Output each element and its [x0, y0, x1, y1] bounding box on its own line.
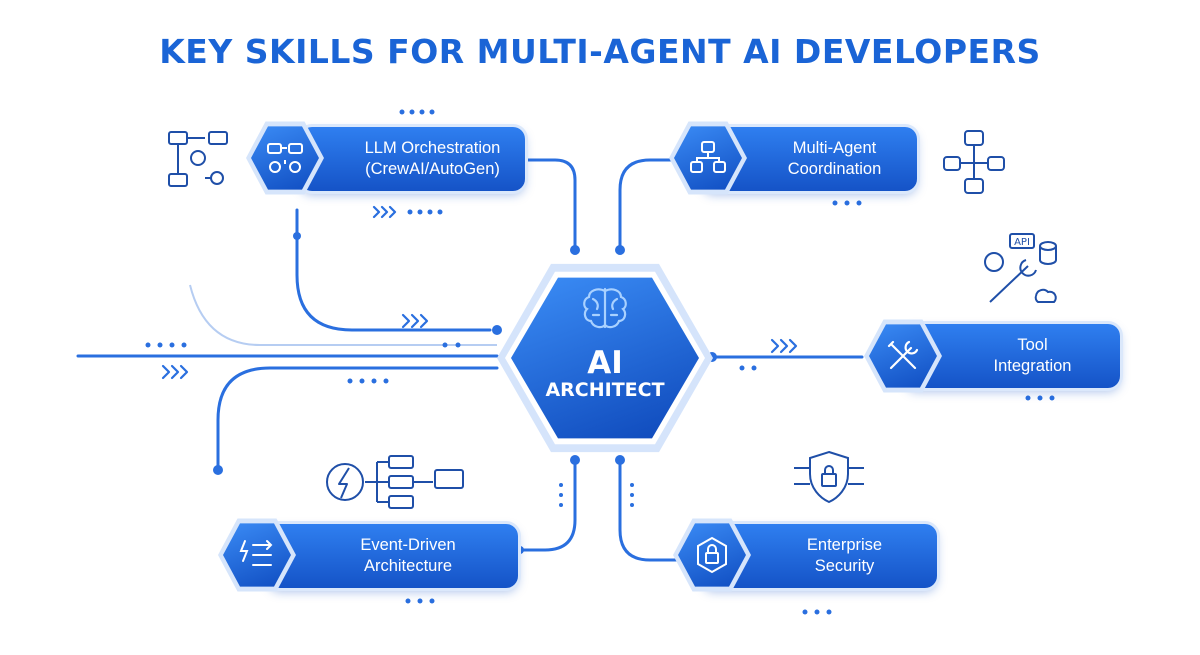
skill-multi-agent-coordination: Multi-Agent Coordination [702, 127, 917, 191]
brain-icon [583, 287, 627, 329]
chat-gears-icon [267, 143, 303, 173]
lightning-flow-icon [326, 455, 464, 509]
skill-label: Enterprise Security [806, 536, 883, 575]
skill-label: Tool Integration [993, 336, 1072, 375]
robots-network-icon [690, 141, 726, 173]
event-flow-icon [239, 540, 273, 566]
center-title: AI [587, 345, 623, 381]
chat-gears-workflow-icon [168, 131, 228, 187]
skill-event-driven-architecture: Event-Driven Architecture [268, 524, 518, 588]
api-wrench-cloud-icon: API [984, 233, 1057, 303]
diagram-title: KEY SKILLS FOR MULTI-AGENT AI DEVELOPERS [159, 32, 1041, 71]
wrench-screwdriver-icon [887, 340, 919, 370]
robots-network-icon [943, 130, 1005, 194]
connector-llm-center [523, 158, 577, 252]
connector-security-center [618, 458, 687, 562]
skill-llm-orchestration: LLM Orchestration (CrewAI/AutoGen) [300, 127, 525, 191]
shield-lock-icon [794, 450, 864, 504]
center-subtitle: ARCHITECT [545, 379, 665, 401]
skill-tool-integration: Tool Integration [905, 324, 1120, 388]
api-label: API [1014, 237, 1030, 248]
connector-faint-curve [189, 284, 497, 346]
connector-coord-center [618, 158, 687, 252]
skill-label: LLM Orchestration (CrewAI/AutoGen) [364, 139, 501, 178]
lock-network-icon [697, 536, 727, 574]
skill-label: Event-Driven Architecture [360, 536, 456, 575]
skill-label: Multi-Agent Coordination [787, 139, 882, 178]
connector-event-center [518, 458, 577, 552]
connector-left-branch [216, 366, 499, 472]
connector-llm-left [295, 208, 492, 332]
